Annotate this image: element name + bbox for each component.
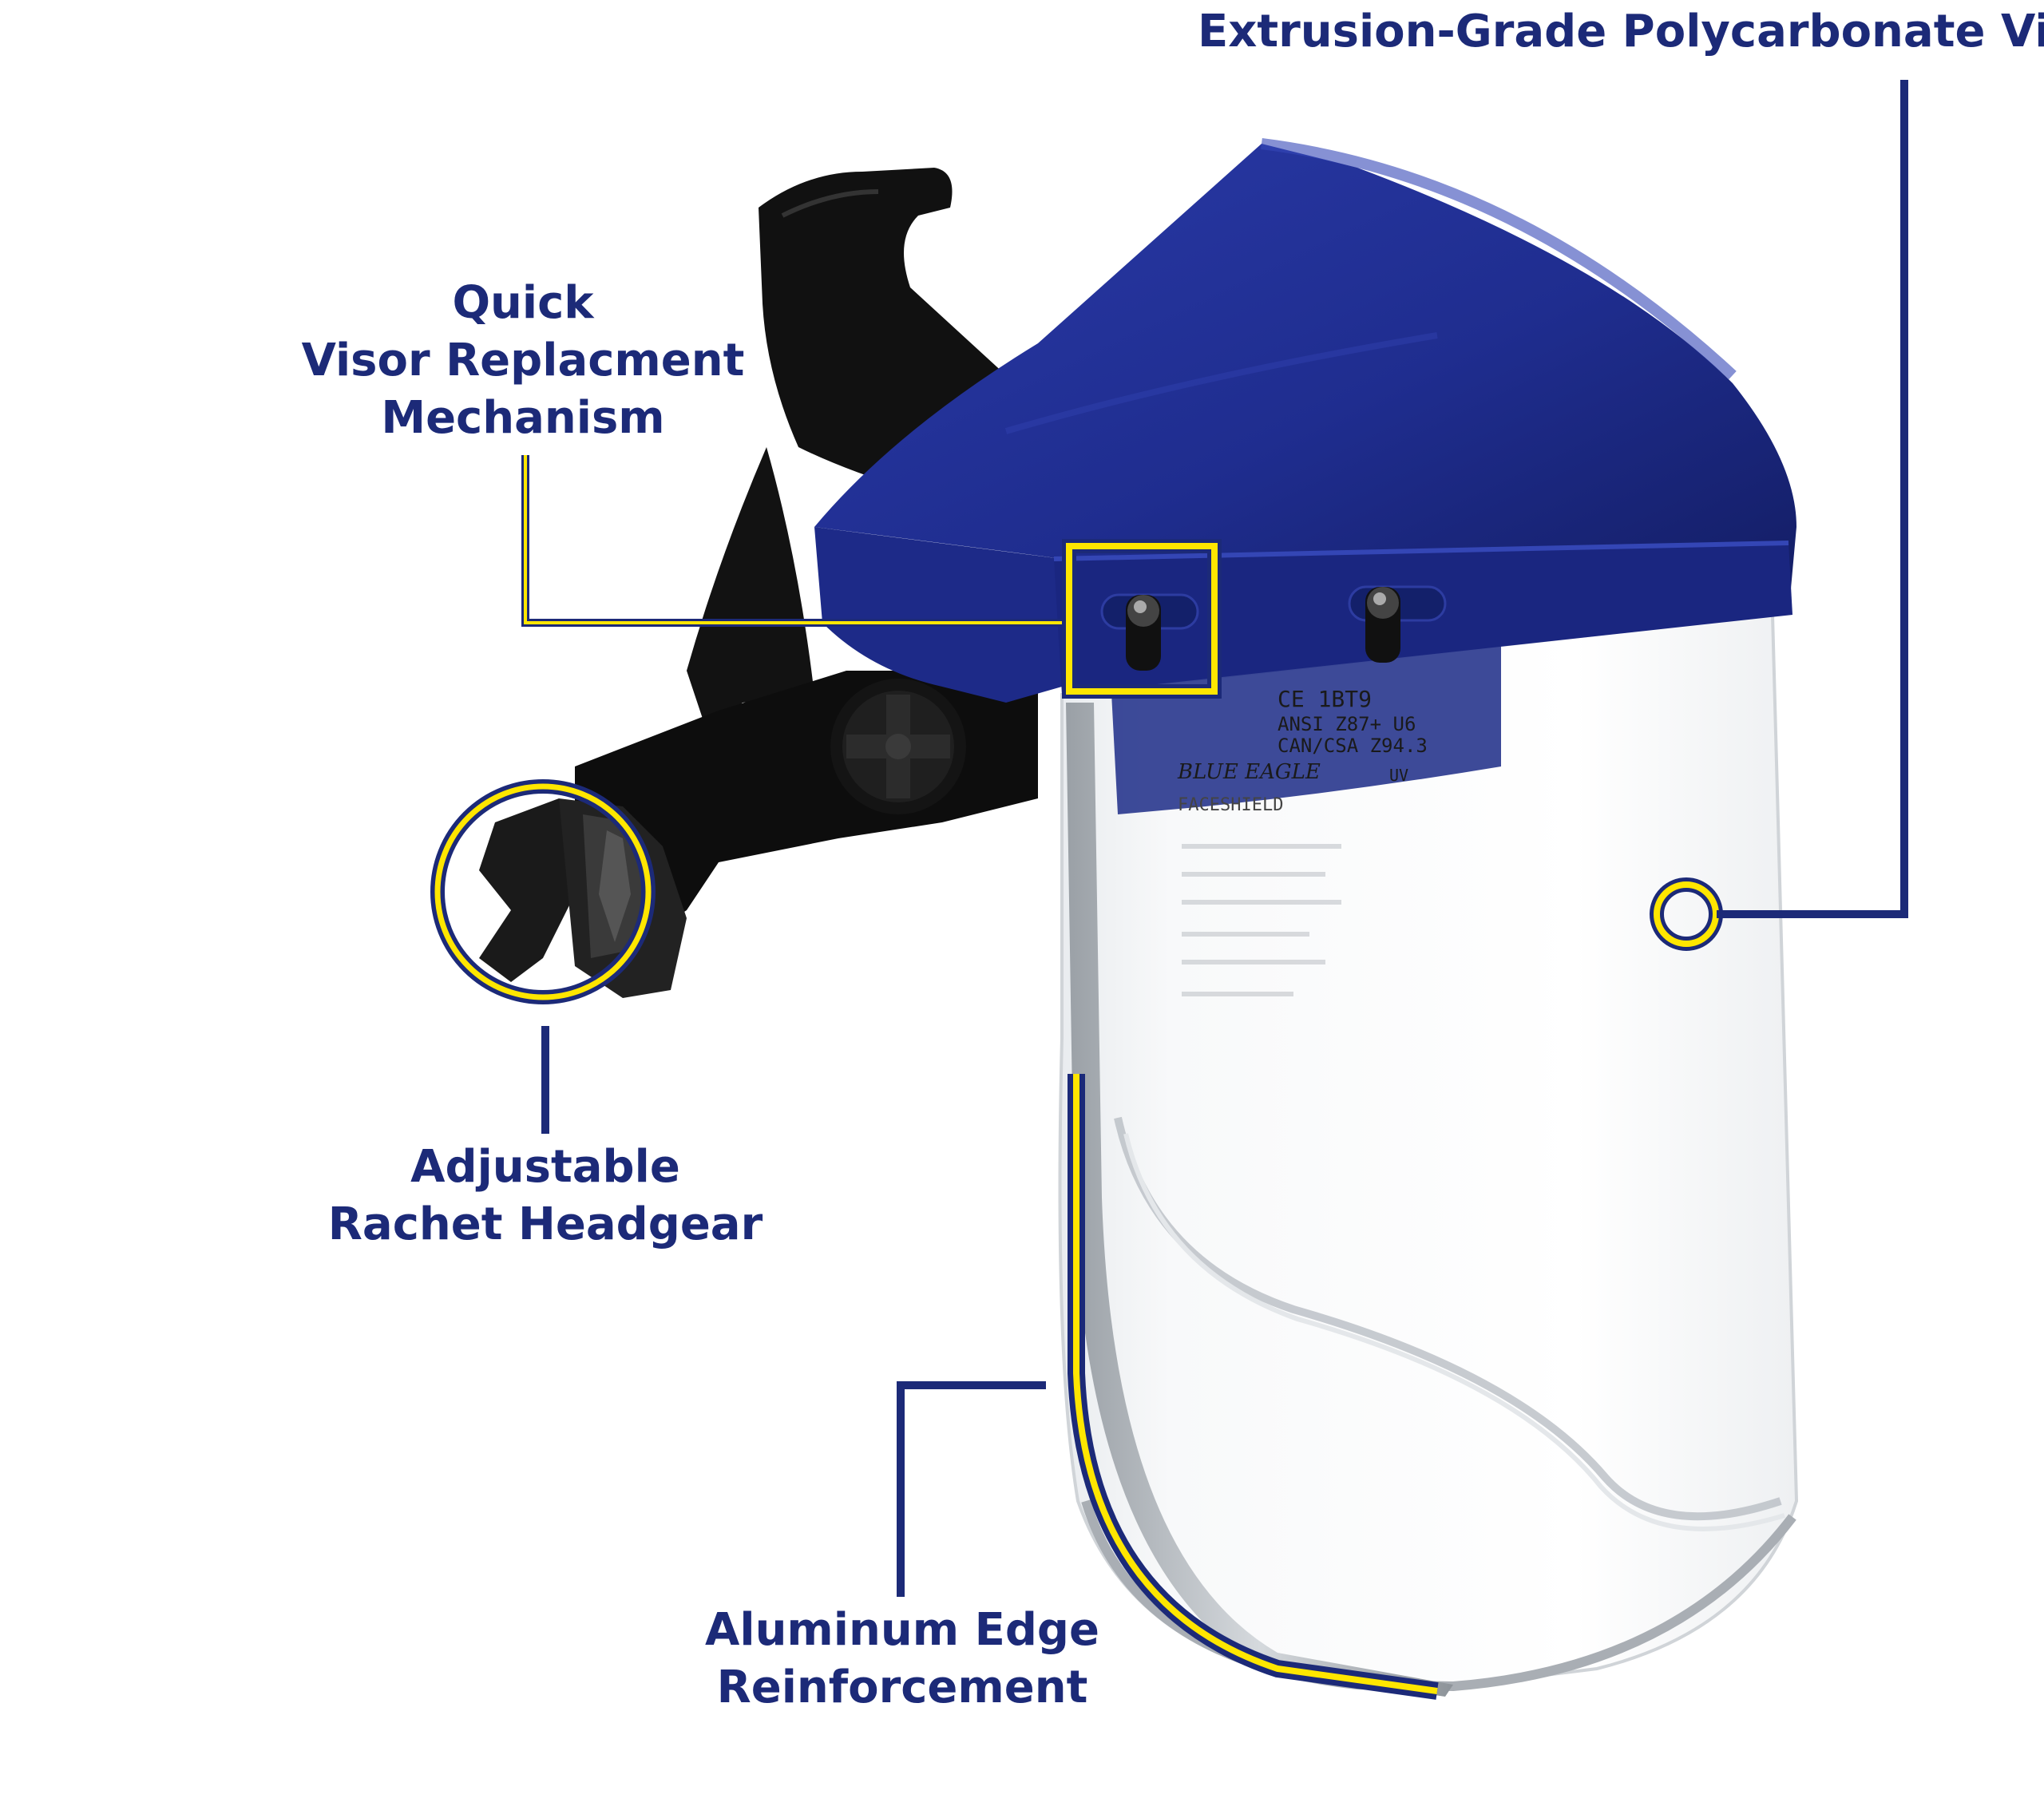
aluminum-line-1: Aluminum Edge xyxy=(705,1604,1099,1656)
quick-visor-line-1: Quick xyxy=(452,277,594,329)
visor-cert-2: ANSI Z87+ U6 xyxy=(1278,713,1416,735)
quick-visor-line-2: Visor Replacment xyxy=(301,335,745,386)
quick-visor-line-3: Mechanism xyxy=(381,392,665,444)
visor-faint-print xyxy=(1182,844,1341,996)
ratchet-knob xyxy=(479,798,687,998)
brow-guard xyxy=(814,138,1796,703)
headgear-line-1: Adjustable xyxy=(410,1141,680,1193)
visor-brand: BLUE EAGLE xyxy=(1177,760,1321,784)
visor-cert-3: CAN/CSA Z94.3 xyxy=(1278,735,1428,757)
aluminum-callout-label: Aluminum Edge Reinforcement xyxy=(705,1602,1099,1717)
visor-callout-label: Extrusion-Grade Polycarbonate Visor xyxy=(1198,3,2044,61)
aluminum-line-2: Reinforcement xyxy=(716,1662,1088,1713)
visor-cert-1: CE 1BT9 xyxy=(1278,686,1372,712)
visor-print: CE 1BT9 ANSI Z87+ U6 CAN/CSA Z94.3 BLUE … xyxy=(1177,686,1428,815)
headgear-line-2: Rachet Headgear xyxy=(327,1198,763,1250)
quick-visor-callout-label: Quick Visor Replacment Mechanism xyxy=(302,275,745,447)
pivot-knob xyxy=(830,679,966,814)
visor-faceshield: FACESHIELD xyxy=(1178,795,1283,815)
polycarbonate-visor: CE 1BT9 ANSI Z87+ U6 CAN/CSA Z94.3 BLUE … xyxy=(1058,612,1799,1692)
aluminum-leader-line xyxy=(897,1381,1046,1597)
callout-graphics xyxy=(430,80,1908,1700)
visor-uv: UV xyxy=(1389,766,1408,785)
headgear-callout-label: Adjustable Rachet Headgear xyxy=(328,1139,763,1254)
visor-leader-line xyxy=(1717,80,1908,918)
visor-callout-line-1: Extrusion-Grade Polycarbonate Visor xyxy=(1198,6,2044,57)
